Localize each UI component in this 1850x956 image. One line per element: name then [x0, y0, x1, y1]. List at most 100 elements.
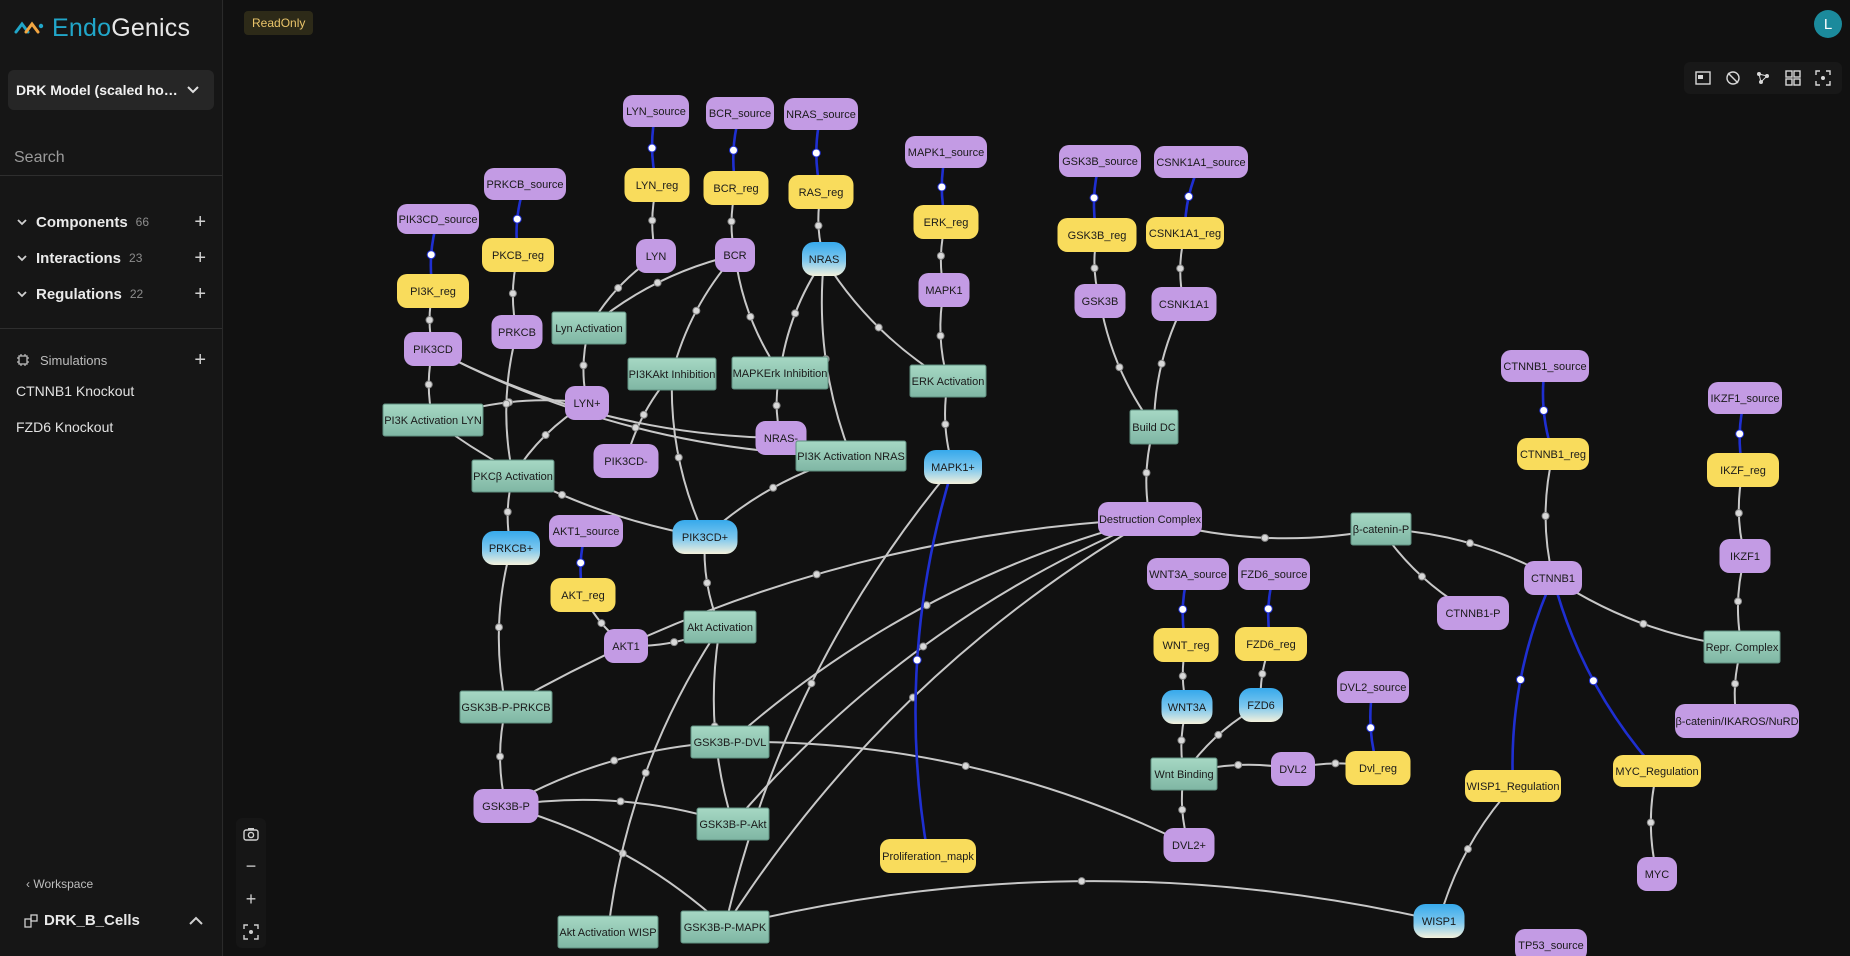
- node-regulator[interactable]: GSK3B_reg: [1057, 218, 1137, 252]
- node-active[interactable]: MAPK1+: [924, 450, 982, 484]
- edge-midpoint-handle[interactable]: [1258, 669, 1267, 678]
- node-interaction[interactable]: ERK Activation: [909, 364, 987, 398]
- node-source[interactable]: CTNNB1_source: [1501, 350, 1589, 382]
- brand-logo[interactable]: EndoGenics: [14, 14, 190, 43]
- node-species[interactable]: AKT1: [604, 629, 648, 663]
- node-source[interactable]: PIK3CD_source: [397, 204, 479, 234]
- interaction-edge[interactable]: [734, 254, 781, 374]
- minimap-icon[interactable]: [1692, 67, 1714, 89]
- node-regulator[interactable]: Dvl_reg: [1345, 751, 1411, 785]
- node-species[interactable]: Destruction Complex: [1098, 502, 1202, 536]
- edge-midpoint-handle[interactable]: [541, 431, 550, 440]
- focus-icon[interactable]: [1812, 67, 1834, 89]
- node-species[interactable]: BCR: [715, 238, 755, 272]
- interaction-edge[interactable]: [1099, 300, 1155, 428]
- edge-midpoint-handle[interactable]: [508, 289, 517, 298]
- edge-midpoint-handle[interactable]: [1465, 539, 1474, 548]
- edge-midpoint-handle[interactable]: [647, 143, 657, 153]
- edge-midpoint-handle[interactable]: [769, 483, 778, 492]
- edge-midpoint-handle[interactable]: [1077, 877, 1086, 886]
- edge-midpoint-handle[interactable]: [1142, 468, 1151, 477]
- node-species[interactable]: DVL2: [1271, 752, 1315, 786]
- node-interaction[interactable]: β-catenin-P: [1350, 512, 1412, 546]
- fit-view-icon[interactable]: [240, 921, 262, 943]
- edge-midpoint-handle[interactable]: [557, 490, 566, 499]
- edge-midpoint-handle[interactable]: [1176, 264, 1185, 273]
- search-input[interactable]: [12, 147, 223, 168]
- edge-midpoint-handle[interactable]: [919, 642, 928, 651]
- node-interaction[interactable]: MAPKErk Inhibition: [731, 356, 829, 390]
- edge-midpoint-handle[interactable]: [1539, 405, 1549, 415]
- edge-midpoint-handle[interactable]: [496, 752, 505, 761]
- edge-midpoint-handle[interactable]: [692, 306, 701, 315]
- node-interaction[interactable]: PI3KAkt Inhibition: [627, 357, 717, 391]
- edge-midpoint-handle[interactable]: [1639, 619, 1648, 628]
- edge-midpoint-handle[interactable]: [1731, 679, 1740, 688]
- edge-midpoint-handle[interactable]: [812, 570, 821, 579]
- user-avatar[interactable]: L: [1814, 10, 1842, 38]
- edge-midpoint-handle[interactable]: [937, 182, 947, 192]
- node-species[interactable]: DVL2+: [1163, 828, 1215, 862]
- edge-midpoint-handle[interactable]: [674, 453, 683, 462]
- edge-midpoint-handle[interactable]: [641, 768, 650, 777]
- edge-midpoint-handle[interactable]: [1178, 604, 1188, 614]
- node-source[interactable]: BCR_source: [706, 97, 774, 129]
- node-regulator[interactable]: AKT_reg: [550, 578, 616, 612]
- simulation-item[interactable]: CTNNB1 Knockout: [16, 383, 135, 399]
- node-source[interactable]: CSNK1A1_source: [1154, 146, 1248, 178]
- edge-midpoint-handle[interactable]: [912, 655, 922, 665]
- interaction-edge[interactable]: [729, 740, 1190, 846]
- node-regulator[interactable]: IKZF_reg: [1707, 453, 1779, 487]
- edge-midpoint-handle[interactable]: [814, 221, 823, 230]
- node-source[interactable]: PRKCB_source: [484, 168, 566, 200]
- node-source[interactable]: GSK3B_source: [1059, 145, 1141, 177]
- edge-midpoint-handle[interactable]: [936, 331, 945, 340]
- node-species[interactable]: GSK3B: [1074, 284, 1126, 318]
- node-interaction[interactable]: Lyn Activation: [551, 311, 627, 345]
- node-interaction[interactable]: Akt Activation: [683, 610, 757, 644]
- edge-midpoint-handle[interactable]: [874, 323, 883, 332]
- edge-midpoint-handle[interactable]: [1588, 676, 1598, 686]
- node-species[interactable]: PRKCB: [491, 315, 543, 349]
- node-source[interactable]: FZD6_source: [1238, 558, 1310, 590]
- interaction-edge[interactable]: [729, 518, 1151, 743]
- edge-midpoint-handle[interactable]: [576, 558, 586, 568]
- node-regulator[interactable]: CSNK1A1_reg: [1146, 217, 1224, 249]
- node-active[interactable]: FZD6: [1239, 688, 1283, 722]
- node-interaction[interactable]: GSK3B-P-MAPK: [680, 910, 770, 944]
- node-species[interactable]: CTNNB1-P: [1437, 596, 1509, 630]
- node-interaction[interactable]: GSK3B-P-DVL: [690, 725, 770, 759]
- node-regulator[interactable]: FZD6_reg: [1235, 627, 1307, 661]
- edge-midpoint-handle[interactable]: [1331, 759, 1340, 768]
- edge-midpoint-handle[interactable]: [614, 283, 623, 292]
- node-interaction[interactable]: Wnt Binding: [1150, 757, 1218, 791]
- node-interaction[interactable]: PKCβ Activation: [471, 459, 555, 493]
- edge-midpoint-handle[interactable]: [1735, 429, 1745, 439]
- node-source[interactable]: LYN_source: [623, 95, 689, 127]
- edge-midpoint-handle[interactable]: [811, 148, 821, 158]
- node-species[interactable]: LYN: [636, 239, 676, 273]
- edge-midpoint-handle[interactable]: [961, 761, 970, 770]
- edge-midpoint-handle[interactable]: [639, 410, 648, 419]
- edge-midpoint-handle[interactable]: [1463, 845, 1472, 854]
- edge-midpoint-handle[interactable]: [1090, 264, 1099, 273]
- hide-icon[interactable]: [1722, 67, 1744, 89]
- node-species[interactable]: β-catenin/IKAROS/NuRD: [1675, 704, 1799, 738]
- edge-midpoint-handle[interactable]: [494, 623, 503, 632]
- node-species[interactable]: MAPK1: [918, 273, 970, 307]
- edge-midpoint-handle[interactable]: [746, 312, 755, 321]
- edge-midpoint-handle[interactable]: [631, 423, 640, 432]
- graph-layout-icon[interactable]: [1752, 67, 1774, 89]
- interaction-edge[interactable]: [779, 258, 825, 374]
- node-active[interactable]: WNT3A: [1161, 690, 1213, 724]
- node-species[interactable]: CTNNB1: [1524, 561, 1582, 595]
- interaction-edge[interactable]: [607, 626, 721, 933]
- node-species[interactable]: MYC: [1637, 857, 1677, 891]
- node-regulator[interactable]: CTNNB1_reg: [1517, 438, 1589, 470]
- add-regulation-icon[interactable]: +: [194, 282, 206, 305]
- node-source[interactable]: TP53_source: [1515, 929, 1587, 956]
- node-interaction[interactable]: GSK3B-P-PRKCB: [459, 690, 553, 724]
- node-source[interactable]: WNT3A_source: [1147, 558, 1229, 590]
